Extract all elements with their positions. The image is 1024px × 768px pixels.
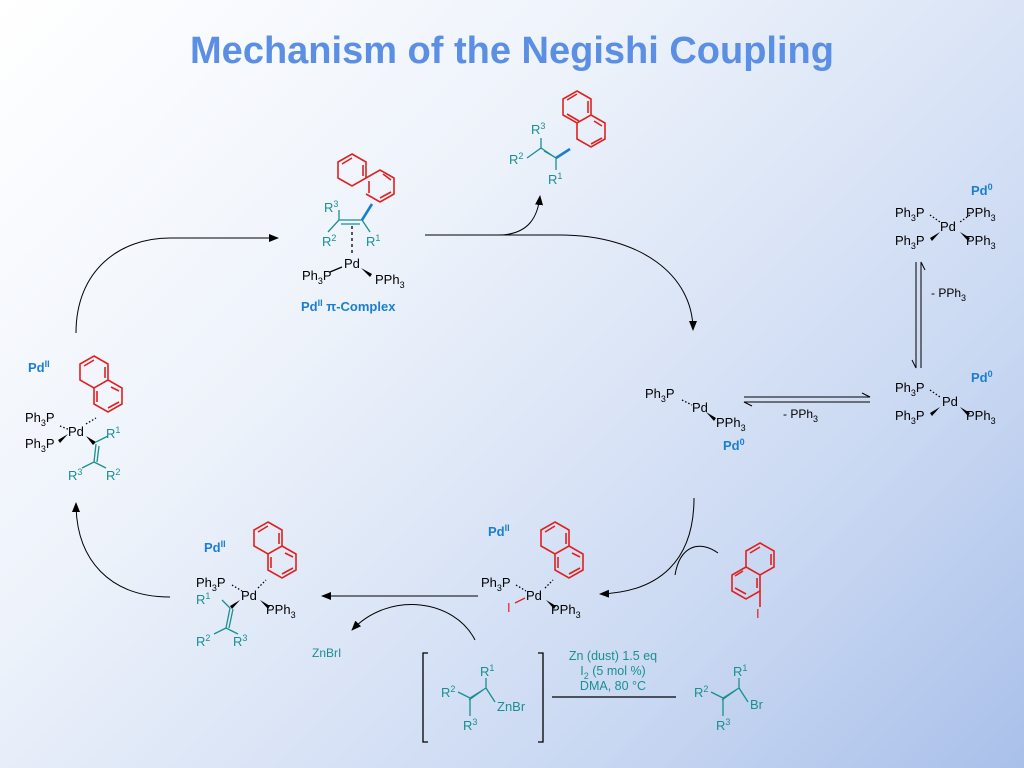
condition-zinc: Zn (dust) 1.5 eq bbox=[569, 649, 657, 663]
arrow-pi-complex-to-pd0 bbox=[425, 234, 697, 331]
svg-text:PdII: PdII bbox=[488, 523, 510, 539]
svg-text:PPh3: PPh3 bbox=[966, 408, 996, 426]
svg-text:R2: R2 bbox=[196, 633, 210, 649]
svg-text:Ph3P: Ph3P bbox=[196, 575, 226, 593]
svg-text:R2: R2 bbox=[441, 684, 455, 700]
svg-text:Pd: Pd bbox=[526, 588, 542, 603]
svg-text:Pd: Pd bbox=[68, 424, 84, 439]
svg-text:Ph3P: Ph3P bbox=[645, 386, 675, 404]
svg-text:R3: R3 bbox=[324, 199, 338, 215]
svg-text:Pd: Pd bbox=[241, 588, 257, 603]
arrow-reductive-step bbox=[72, 502, 171, 598]
svg-text:Pd0: Pd0 bbox=[971, 369, 993, 385]
condition-solvent: DMA, 80 °C bbox=[580, 679, 646, 693]
svg-text:Pd0: Pd0 bbox=[971, 182, 993, 198]
naphthalene-rings bbox=[79, 90, 775, 607]
svg-text:- PPh3: - PPh3 bbox=[931, 286, 966, 303]
iodine-label: I bbox=[756, 606, 760, 621]
svg-text:R2: R2 bbox=[322, 233, 336, 249]
svg-text:R3: R3 bbox=[68, 467, 82, 483]
svg-text:Pd: Pd bbox=[940, 219, 956, 234]
svg-text:Pd: Pd bbox=[942, 394, 958, 409]
arrow-to-pi-complex bbox=[75, 234, 279, 334]
pd2-label: PdII bbox=[28, 359, 50, 375]
condition-iodine: I2 (5 mol %) bbox=[580, 664, 645, 681]
svg-text:R3: R3 bbox=[233, 633, 247, 649]
svg-text:Ph3P: Ph3P bbox=[895, 380, 925, 398]
r1-label: R bbox=[548, 172, 557, 187]
svg-text:PPh3: PPh3 bbox=[551, 602, 581, 620]
svg-text:Ph3P: Ph3P bbox=[895, 233, 925, 251]
svg-text:R3: R3 bbox=[463, 717, 477, 733]
pd-atom: Pd bbox=[344, 256, 360, 271]
svg-text:Pd: Pd bbox=[692, 400, 708, 415]
svg-text:R1: R1 bbox=[106, 425, 120, 441]
svg-text:I: I bbox=[507, 600, 511, 615]
svg-text:Ph3P: Ph3P bbox=[895, 408, 925, 426]
svg-text:Ph3P: Ph3P bbox=[302, 268, 332, 286]
znbri-label: ZnBrI bbox=[312, 646, 341, 660]
page-title: Mechanism of the Negishi Coupling bbox=[190, 30, 834, 72]
svg-text:R3: R3 bbox=[716, 717, 730, 733]
svg-text:R1: R1 bbox=[733, 663, 747, 679]
svg-text:R1: R1 bbox=[196, 591, 210, 607]
arrow-product-release bbox=[497, 195, 544, 236]
equilibrium-arrows bbox=[743, 261, 926, 407]
r3-label: R bbox=[531, 122, 540, 137]
arrow-pd0-to-oxidative-addition bbox=[599, 497, 695, 598]
svg-text:PPh3: PPh3 bbox=[375, 272, 405, 290]
svg-text:Br: Br bbox=[750, 697, 764, 712]
svg-text:- PPh3: - PPh3 bbox=[783, 407, 818, 424]
svg-text:PPh3: PPh3 bbox=[966, 205, 996, 223]
svg-text:Ph3P: Ph3P bbox=[25, 410, 55, 428]
svg-text:R1: R1 bbox=[548, 171, 562, 187]
svg-text:R1: R1 bbox=[366, 233, 380, 249]
pi-complex-label: PdII π-Complex bbox=[301, 298, 396, 314]
svg-text:PPh3: PPh3 bbox=[966, 233, 996, 251]
svg-text:R1: R1 bbox=[480, 663, 494, 679]
r2-label: R bbox=[509, 152, 518, 167]
svg-text:R2: R2 bbox=[106, 467, 120, 483]
svg-text:R2: R2 bbox=[509, 151, 523, 167]
svg-text:Ph3P: Ph3P bbox=[481, 575, 511, 593]
arrow-iodonaphthalene-in bbox=[674, 545, 719, 576]
cycle-arrows bbox=[72, 195, 719, 641]
bonds bbox=[58, 138, 971, 743]
svg-text:PPh3: PPh3 bbox=[266, 602, 296, 620]
arrow-znbri-out bbox=[351, 604, 476, 641]
svg-text:PdII: PdII bbox=[204, 539, 226, 555]
svg-text:R3: R3 bbox=[531, 121, 545, 137]
svg-text:Ph3P: Ph3P bbox=[895, 205, 925, 223]
svg-text:PPh3: PPh3 bbox=[716, 415, 746, 433]
svg-text:Ph3P: Ph3P bbox=[25, 436, 55, 454]
svg-text:Pd0: Pd0 bbox=[723, 437, 745, 453]
svg-text:R2: R2 bbox=[694, 684, 708, 700]
svg-text:ZnBr: ZnBr bbox=[497, 699, 526, 714]
